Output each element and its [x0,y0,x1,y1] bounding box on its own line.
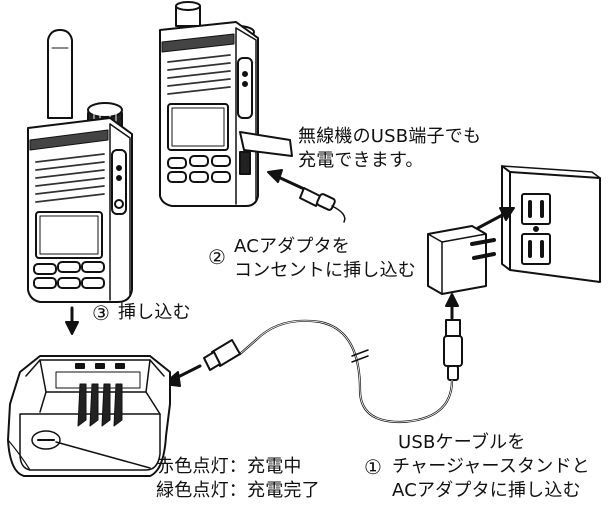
led-red-label: 赤色点灯：充電中 [156,456,302,477]
radio-left [27,29,133,303]
ac-adapter [427,225,496,295]
charger-stand [7,355,171,477]
step2-number: ② [208,245,227,269]
radio-right [159,1,293,207]
usb-port-note-line1: 無線機のUSB端子でも [298,126,482,147]
step1-line3: ACアダプタに挿し込む [392,480,581,501]
led-leader-line [55,441,151,469]
led-green-label: 緑色点灯：充電完了 [156,480,320,501]
step3-text: 挿し込む [118,302,191,323]
wall-outlet [501,165,601,283]
usb-a-plug [443,319,463,381]
plug-arrow [476,207,515,230]
insert-down-arrow [65,306,79,335]
usb-cable-small [299,187,346,223]
step1-line1: USBケーブルを [398,432,526,453]
usb-c-plug [203,339,241,371]
usb-port-note-line2: 充電できます。 [298,150,424,171]
usb-cable [238,319,454,424]
step1-number: ① [364,455,383,479]
step2-line2: コンセントに挿し込む [234,260,416,281]
step3-number: ③ [92,301,111,325]
usb-insert-arrow [267,169,304,190]
step1-line2: チャージャースタンドと [392,456,590,477]
adapter-arrow [445,293,459,320]
step2-line1: ACアダプタを [234,236,350,257]
